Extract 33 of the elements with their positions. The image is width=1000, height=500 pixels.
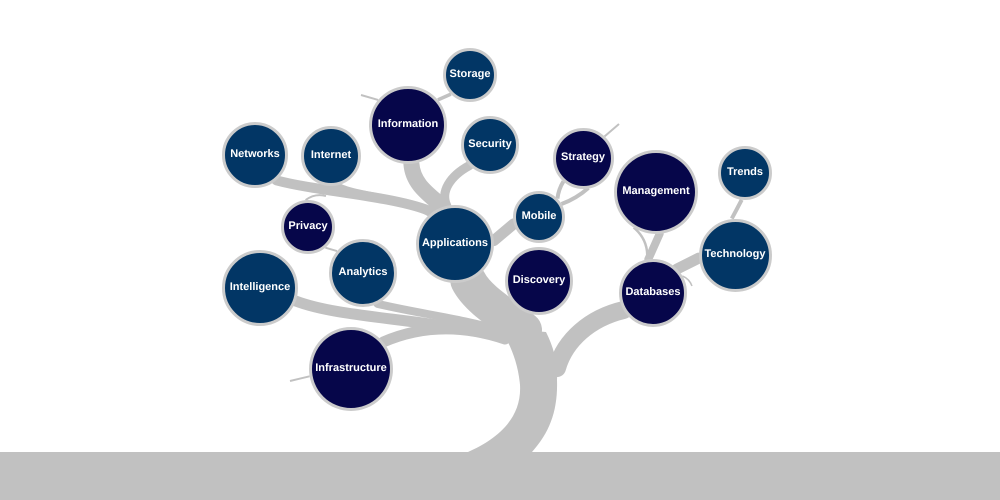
topic-label: Security [468, 138, 512, 152]
topic-circle [281, 200, 335, 254]
topic-label: Internet [310, 149, 352, 163]
topic-circle [513, 191, 565, 243]
branch-line [555, 180, 566, 199]
topic-label: Trends [726, 166, 764, 180]
topic-label: Infrastructure [315, 362, 387, 376]
topic-label: Mobile [522, 210, 556, 224]
topic-label: Information [378, 118, 438, 132]
topic-label: Management [622, 185, 690, 199]
branch-line [604, 123, 620, 138]
branch-line [360, 94, 378, 101]
topic-circle [329, 239, 397, 307]
topic-label: Technology [704, 248, 766, 262]
branch-line [682, 275, 693, 286]
topic-circle [552, 128, 614, 188]
topic-circle [443, 48, 497, 102]
topic-label: Intelligence [230, 281, 290, 295]
topic-label: Strategy [560, 151, 606, 165]
branch-line [560, 186, 590, 206]
branch-line [305, 194, 326, 201]
branch-line [290, 375, 310, 382]
topic-label: Networks [230, 148, 280, 162]
topic-label: Discovery [512, 274, 566, 288]
branch-line [730, 198, 744, 220]
topic-label: Privacy [288, 220, 328, 234]
topic-label: Databases [625, 286, 681, 300]
topic-label: Analytics [338, 266, 388, 280]
branch-line [437, 92, 452, 102]
topic-label: Storage [450, 68, 490, 82]
branch-line [325, 246, 338, 252]
topic-label: Applications [422, 237, 488, 251]
topic-circle [718, 146, 772, 200]
